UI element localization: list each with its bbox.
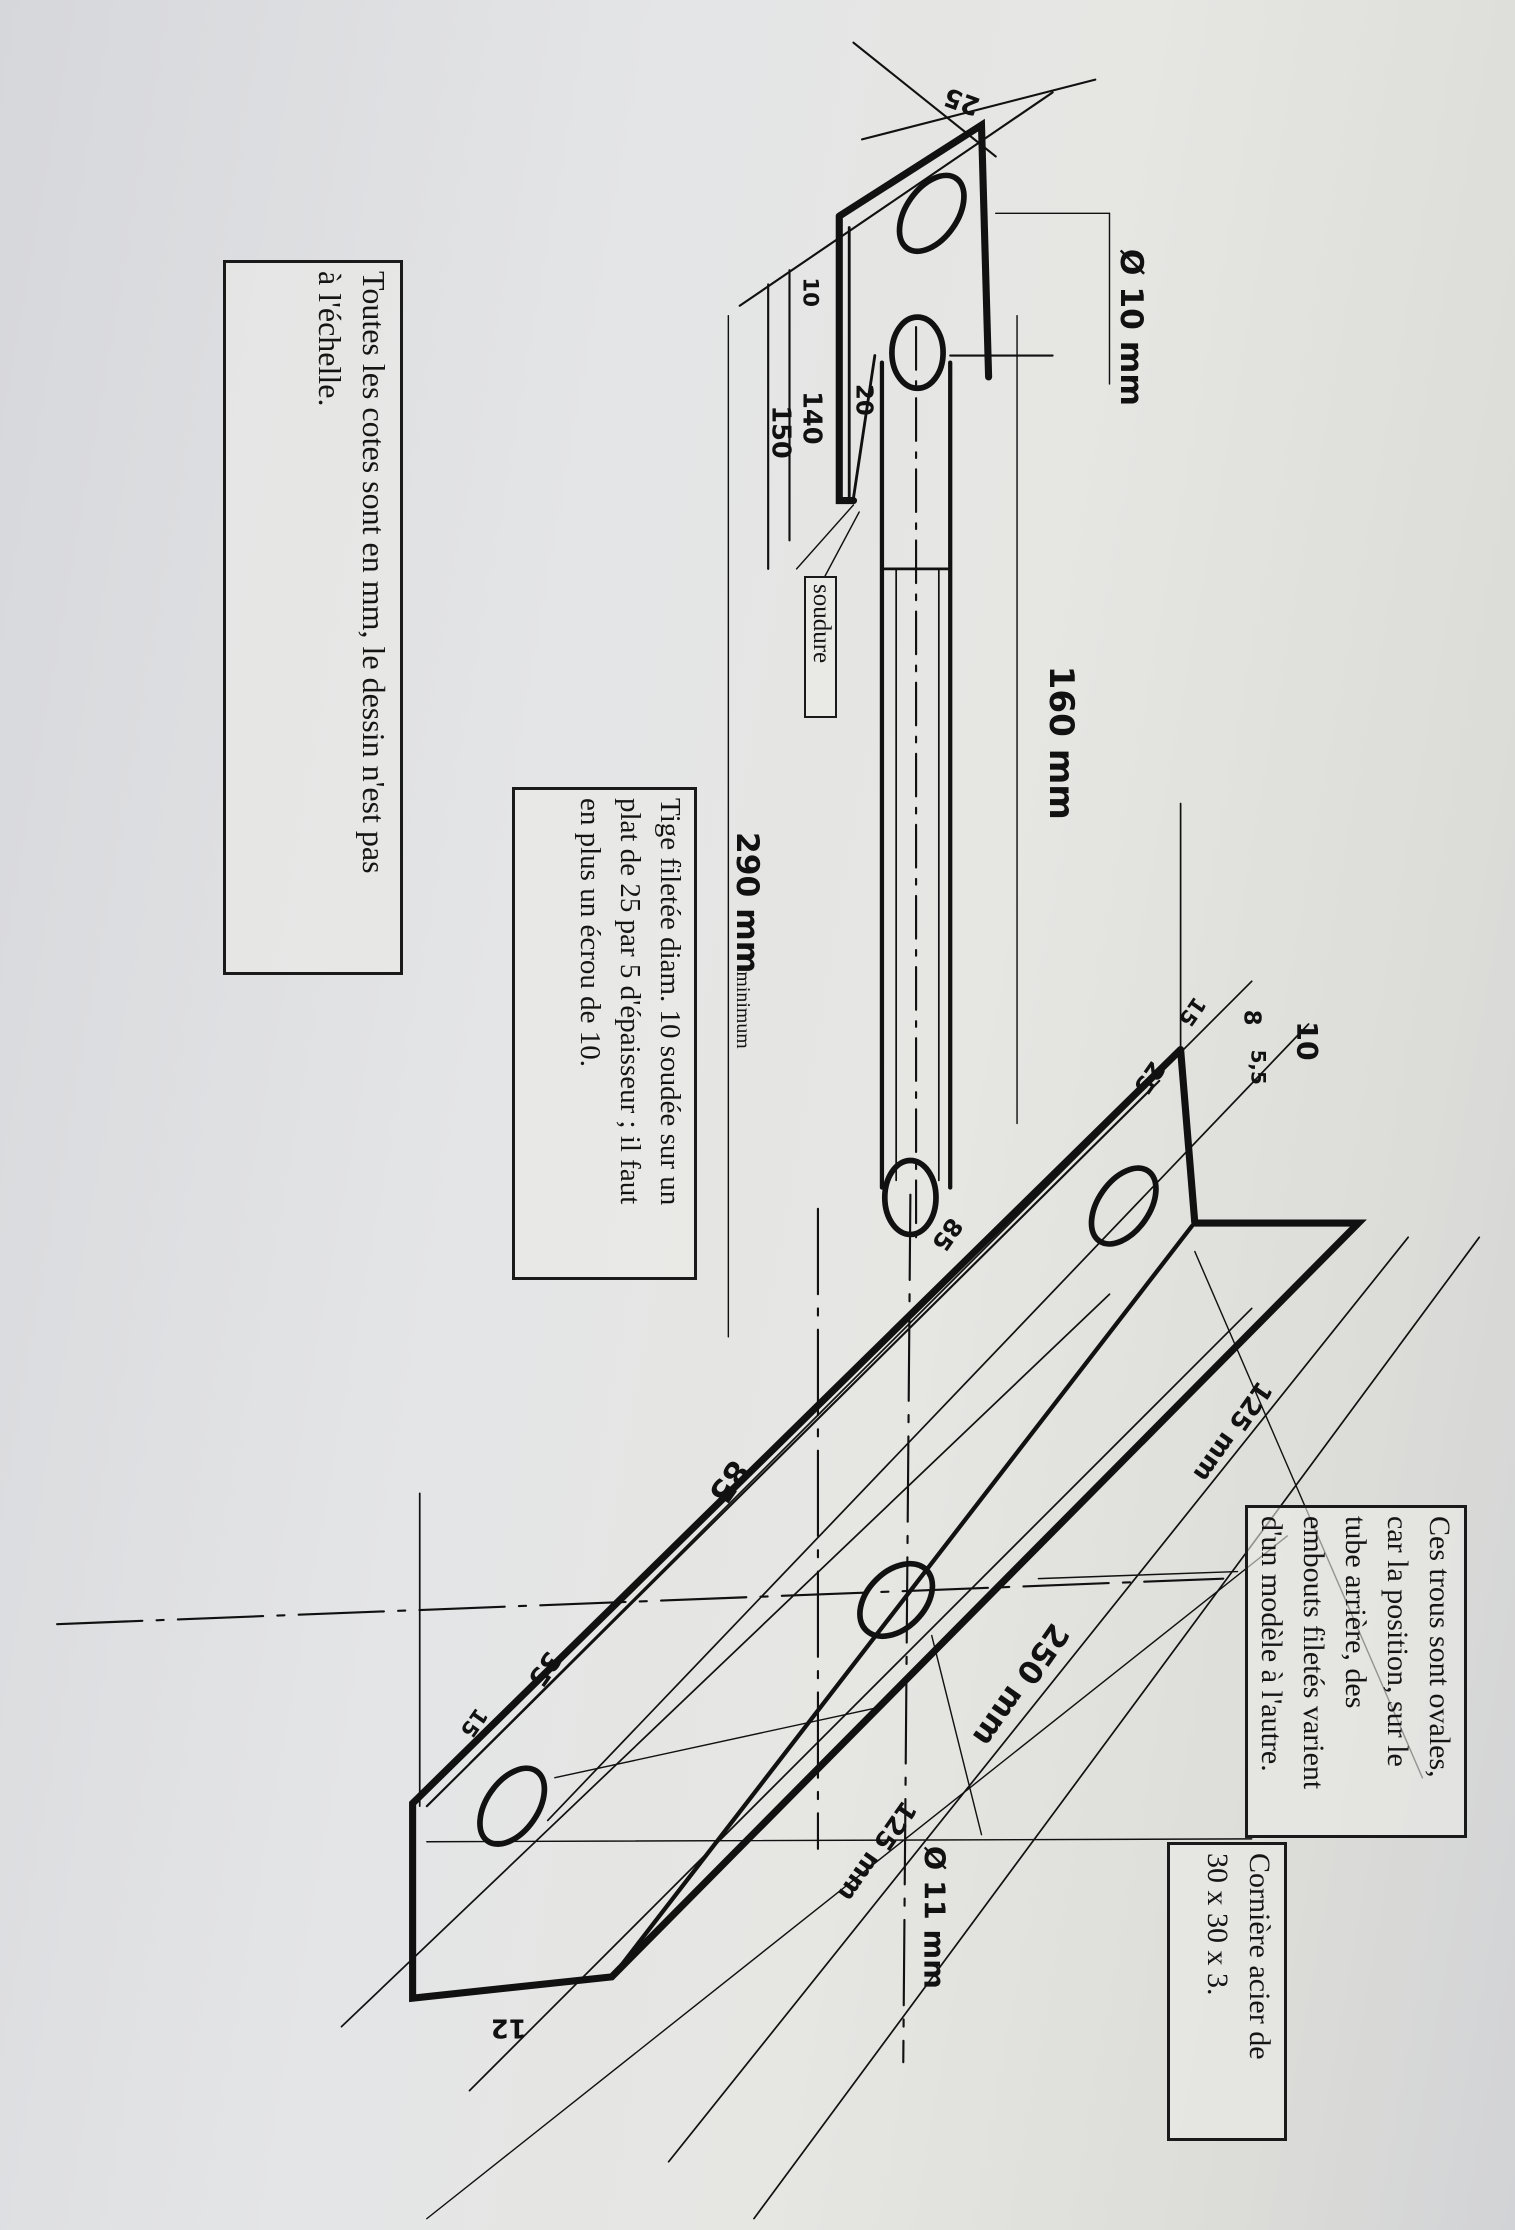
note-tige: Tige filetée diam. 10 soudée sur un plat… — [512, 787, 697, 1280]
dim-total-minimum: minimum — [732, 971, 754, 1049]
flat-plate — [727, 41, 1111, 1338]
dim-weld-20: 20 — [850, 384, 876, 416]
note-soudure: soudure — [804, 576, 837, 718]
dim-angle-15-top: 15 — [1173, 992, 1211, 1031]
dim-plate-10: 10 — [798, 277, 823, 307]
note-line: tube arrière, des — [1339, 1516, 1372, 1709]
dim-rod-length: 160 mm — [1041, 666, 1081, 820]
note-line: soudure — [808, 584, 835, 664]
dim-angle-15-bottom: 15 — [455, 1703, 493, 1742]
angle-hole-2 — [857, 1560, 936, 1640]
note-line: car la position, sur le — [1381, 1516, 1414, 1767]
plate-hole — [896, 172, 967, 255]
dim-plate-150: 150 — [765, 405, 795, 458]
dim-angle-125-top: 125 mm — [1187, 1376, 1278, 1488]
note-line: Tige filetée diam. 10 soudée sur un — [654, 798, 686, 1206]
rod-end-top — [889, 314, 946, 392]
note-line: à l'échelle. — [312, 271, 348, 407]
note-line: embouts filetés varient — [1297, 1516, 1330, 1790]
dim-plate-25: 25 — [940, 81, 984, 121]
dim-angle-85-mid: 85 — [701, 1453, 755, 1509]
dim-angle-250: 250 mm — [965, 1617, 1076, 1753]
note-line: Ces trous sont ovales, — [1423, 1516, 1456, 1778]
dim-total-length: 290 mm — [729, 832, 765, 973]
note-line: plat de 25 par 5 d'épaisseur ; il faut — [614, 798, 646, 1205]
dim-angle-8: 8 — [1239, 1010, 1265, 1026]
note-scale: Toutes les cotes sont en mm, le dessin n… — [223, 260, 403, 975]
note-line: Toutes les cotes sont en mm, le dessin n… — [356, 271, 392, 874]
dim-plate-140: 140 — [797, 391, 827, 444]
threaded-rod — [879, 314, 953, 1239]
dim-rod-hole-diameter: Ø 10 mm — [1113, 249, 1149, 406]
angle-iron — [56, 802, 1481, 2220]
note-line: d'un modèle à l'autre. — [1255, 1516, 1288, 1772]
dim-angle-10: 10 — [1290, 1021, 1323, 1061]
dim-angle-125-bottom: 125 mm — [831, 1795, 922, 1907]
dim-angle-5-5: 5,5 — [1247, 1050, 1270, 1085]
dim-angle-hole-diameter: Ø 11 mm — [918, 1846, 951, 1989]
note-oval-holes: Ces trous sont ovales, car la position, … — [1245, 1505, 1467, 1838]
note-line: en plus un écrou de 10. — [574, 798, 606, 1067]
note-corniere: Cornière acier de 30 x 30 x 3. — [1167, 1842, 1287, 2141]
dim-angle-12: 12 — [491, 2013, 527, 2043]
angle-hole-1 — [1088, 1165, 1159, 1247]
note-line: 30 x 30 x 3. — [1201, 1853, 1234, 1996]
note-line: Cornière acier de — [1243, 1853, 1276, 2060]
